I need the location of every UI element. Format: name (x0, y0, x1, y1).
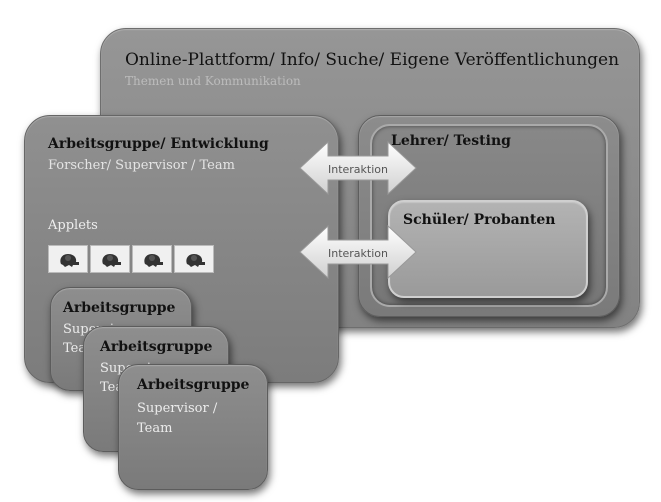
applets-label: Applets (48, 218, 98, 233)
applet-icon (90, 245, 130, 273)
group-2-title: Arbeitsgruppe (100, 339, 213, 355)
main-group-subtitle: Forscher/ Supervisor / Team (48, 158, 235, 173)
teacher-title: Lehrer/ Testing (391, 133, 511, 149)
main-group-title: Arbeitsgruppe/ Entwicklung (48, 136, 269, 152)
applet-icon (132, 245, 172, 273)
interaction-label-bottom: Interaktion (328, 247, 388, 260)
group-1-title: Arbeitsgruppe (63, 300, 176, 316)
platform-subtitle: Themen und Kommunikation (125, 74, 301, 88)
double-arrow-icon: Interaktion (299, 140, 417, 196)
group-3-line2: Team (137, 421, 173, 436)
platform-title: Online-Plattform/ Info/ Suche/ Eigene Ve… (125, 50, 620, 70)
group-3-title: Arbeitsgruppe (137, 377, 250, 393)
applet-icon (48, 245, 88, 273)
student-box (388, 200, 588, 298)
double-arrow-icon: Interaktion (299, 224, 417, 280)
applet-icon (174, 245, 214, 273)
student-title: Schüler/ Probanten (403, 212, 556, 228)
group-3-line1: Supervisor / (137, 401, 218, 416)
interaction-label-top: Interaktion (328, 163, 388, 176)
working-group-box-3: Arbeitsgruppe Supervisor / Team (118, 364, 268, 490)
